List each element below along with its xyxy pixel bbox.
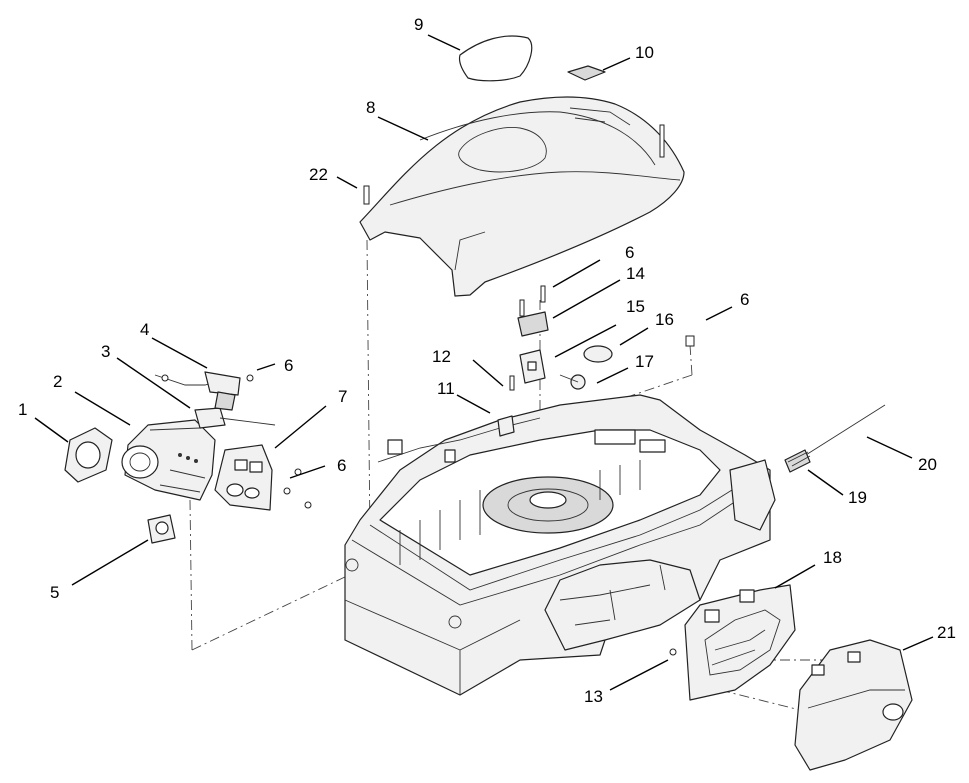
top-cover (359, 96, 685, 297)
callout-5: 5 (50, 583, 59, 602)
top-decal (458, 35, 533, 82)
knob (559, 374, 586, 390)
switch-bracket (194, 407, 276, 429)
callout-6-right: 6 (740, 290, 749, 309)
control-panel (121, 419, 216, 501)
wire-harness (154, 371, 241, 411)
spring (583, 345, 613, 363)
callout-21: 21 (937, 623, 956, 642)
callout-labels: 1 2 3 4 5 6 6 6 6 7 8 9 10 11 12 13 14 1… (18, 15, 956, 706)
callout-10: 10 (635, 43, 654, 62)
callout-3: 3 (101, 342, 110, 361)
callout-6-switch: 6 (625, 243, 634, 262)
small-decal (567, 65, 606, 81)
leader-lines (34, 34, 934, 691)
callout-19: 19 (848, 488, 867, 507)
callout-12: 12 (432, 347, 451, 366)
callout-6-board: 6 (337, 456, 346, 475)
callout-20: 20 (918, 455, 937, 474)
throttle-cable (377, 415, 541, 463)
callout-9: 9 (414, 15, 423, 34)
circuit-board (214, 444, 273, 511)
bezel-ring (64, 427, 113, 483)
callout-15: 15 (626, 297, 645, 316)
callout-7: 7 (338, 387, 347, 406)
screws (246, 124, 695, 656)
gearbox-cover (684, 584, 796, 701)
rod-and-spring (784, 404, 886, 473)
switch-housing (517, 311, 549, 384)
callout-8: 8 (366, 98, 375, 117)
callout-22: 22 (309, 165, 328, 184)
callout-4: 4 (140, 320, 149, 339)
callout-1: 1 (18, 400, 27, 419)
callout-14: 14 (626, 264, 645, 283)
chute-guard (794, 639, 913, 771)
callout-6-harness: 6 (284, 356, 293, 375)
callout-13: 13 (584, 687, 603, 706)
callout-2: 2 (53, 372, 62, 391)
main-housing (344, 394, 776, 696)
callout-16: 16 (655, 310, 674, 329)
callout-17: 17 (635, 352, 654, 371)
callout-11: 11 (437, 379, 455, 398)
rocker-switch (147, 514, 176, 544)
callout-18: 18 (823, 548, 842, 567)
